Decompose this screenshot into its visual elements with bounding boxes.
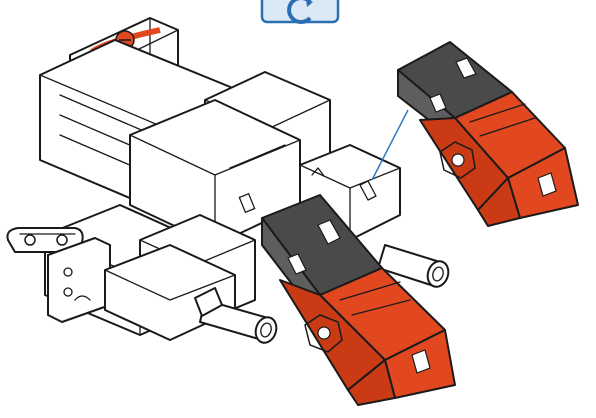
rotate-badge-icon: [262, 0, 338, 22]
loose-connector-part: [398, 42, 578, 226]
